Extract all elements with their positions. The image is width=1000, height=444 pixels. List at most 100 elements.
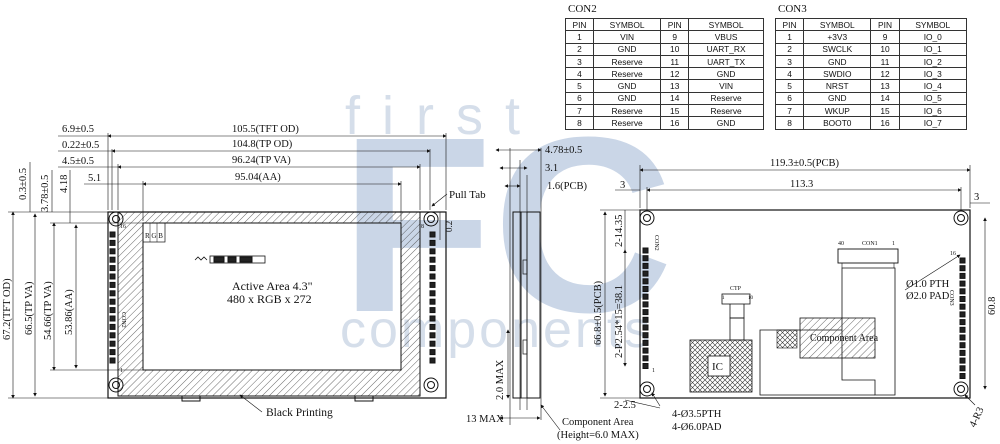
header-pin [109, 281, 116, 288]
back-view [600, 165, 990, 409]
header-pin [109, 349, 116, 356]
header-pin [109, 298, 116, 305]
con2-cell-7-2: 16 [660, 116, 690, 130]
black-printing-label: Black Printing [266, 407, 333, 419]
dim-pcb-height: 66.8±0.5(PCB) [593, 280, 604, 345]
con2-cell-1-1: GND [592, 42, 662, 56]
header-pin [642, 332, 649, 339]
header-pin [959, 357, 966, 364]
front-view [8, 133, 448, 413]
back-header-left [642, 247, 649, 369]
side-view-text: 4.78±0.5 3.1 1.6(PCB) 2.0 MAX 13 MAX Com… [466, 145, 639, 441]
con2-cell-1-3: UART_RX [688, 42, 764, 56]
header-pin [959, 311, 966, 318]
side-component-height: (Height=6.0 MAX) [557, 430, 639, 441]
header-pin [642, 363, 649, 369]
con3-cell-1-3: IO_1 [898, 42, 968, 56]
rgb-label: R G B [145, 232, 163, 240]
con2-cell-1-2: 10 [660, 42, 690, 56]
side-dim-4-78: 4.78±0.5 [545, 145, 582, 156]
header-pin [959, 319, 966, 326]
header-pin [959, 296, 966, 302]
ctp-connector [721, 293, 751, 305]
side-component-area: Component Area [562, 417, 634, 428]
con2-cell-0-1: VIN [592, 30, 662, 44]
header-pin [959, 257, 966, 264]
header-pin [109, 332, 116, 339]
active-area-label: Active Area 4.3" [232, 279, 313, 293]
dim-tp-va-width: 96.24(TP VA) [232, 155, 291, 166]
dim-pcb-width: 119.3±0.5(PCB) [770, 158, 839, 169]
dim-back-3-right: 3 [974, 192, 979, 203]
pad-label: Ø2.0 PAD [906, 291, 950, 302]
dim-2-2-5: 2-2.5 [614, 400, 636, 411]
con2-cell-7-1: Reserve [592, 116, 662, 130]
header-pin [642, 247, 649, 254]
ctp-pin-1: 1 [722, 296, 725, 301]
front-header-right [429, 231, 436, 364]
con3-cell-1-1: SWCLK [803, 42, 872, 56]
con1-pin-40: 40 [838, 241, 844, 247]
dim-pin-pitch: 2-P2.54*15=38.1 [614, 285, 625, 358]
dim-tp-od-width: 104.8(TP OD) [232, 139, 293, 150]
header-pin [109, 307, 116, 314]
front-pin-8: 8 [421, 224, 424, 230]
dim-2-14-35: 2-14.35 [614, 215, 625, 247]
component-area [799, 317, 876, 359]
con3-cell-0-3: IO_0 [898, 30, 968, 44]
con3-cell-7-3: IO_7 [898, 116, 968, 130]
dim-tft-od-height: 67.2(TFT OD) [2, 278, 13, 340]
header-pin [109, 265, 116, 272]
header-pin [642, 355, 649, 362]
con1-connector [837, 248, 899, 264]
pull-tab-label: Pull Tab [449, 189, 486, 201]
back-view-text: 119.3±0.5(PCB) 3 113.3 3 2-14.35 66.8±0.… [593, 158, 998, 433]
con3-cell-0-1: +3V3 [803, 30, 872, 44]
header-pin [642, 316, 649, 323]
header-pin [109, 323, 116, 330]
header-pin [959, 349, 966, 356]
front-mount-holes [108, 211, 439, 393]
header-pin [642, 262, 649, 269]
back-con3-label: CON3 [948, 290, 954, 306]
header-pin [429, 298, 436, 305]
offset-0-22: 0.22±0.5 [62, 140, 99, 151]
con3-cell-1-0: 2 [774, 42, 805, 56]
back-con2-label: CON2 [653, 235, 659, 251]
corner-radius-label: 4-R3 [968, 406, 987, 430]
con1-pin-1: 1 [892, 241, 895, 247]
side-dim-1-6: 1.6(PCB) [547, 181, 587, 192]
ic-label: IC [712, 361, 723, 373]
dim-tp-va-height-1: 66.5(TP VA) [24, 281, 35, 335]
con2-cell-7-3: GND [688, 116, 764, 130]
front-pin-16: 16 [120, 224, 126, 230]
con2-cell-0-3: VBUS [688, 30, 764, 44]
header-pin [109, 340, 116, 347]
front-view-text: 105.5(TFT OD) 104.8(TP OD) 96.24(TP VA) … [2, 124, 486, 419]
dim-aa-width: 95.04(AA) [235, 172, 281, 183]
offset-4-18: 4.18 [59, 175, 70, 193]
side-view [495, 148, 561, 431]
header-pin [109, 239, 116, 246]
header-pin [642, 255, 649, 262]
header-pin [109, 357, 116, 364]
header-pin [959, 265, 966, 272]
dim-aa-height: 53.86(AA) [64, 289, 75, 335]
header-pin [429, 256, 436, 263]
header-pin [429, 315, 436, 322]
back-pin-1: 1 [652, 368, 655, 374]
offset-0-3: 0.3±0.5 [18, 168, 29, 200]
header-pin [959, 326, 966, 333]
pull-tab-dim: 0.2 [444, 221, 454, 232]
side-dim-2-max: 2.0 MAX [495, 359, 506, 400]
header-pin [642, 301, 649, 308]
